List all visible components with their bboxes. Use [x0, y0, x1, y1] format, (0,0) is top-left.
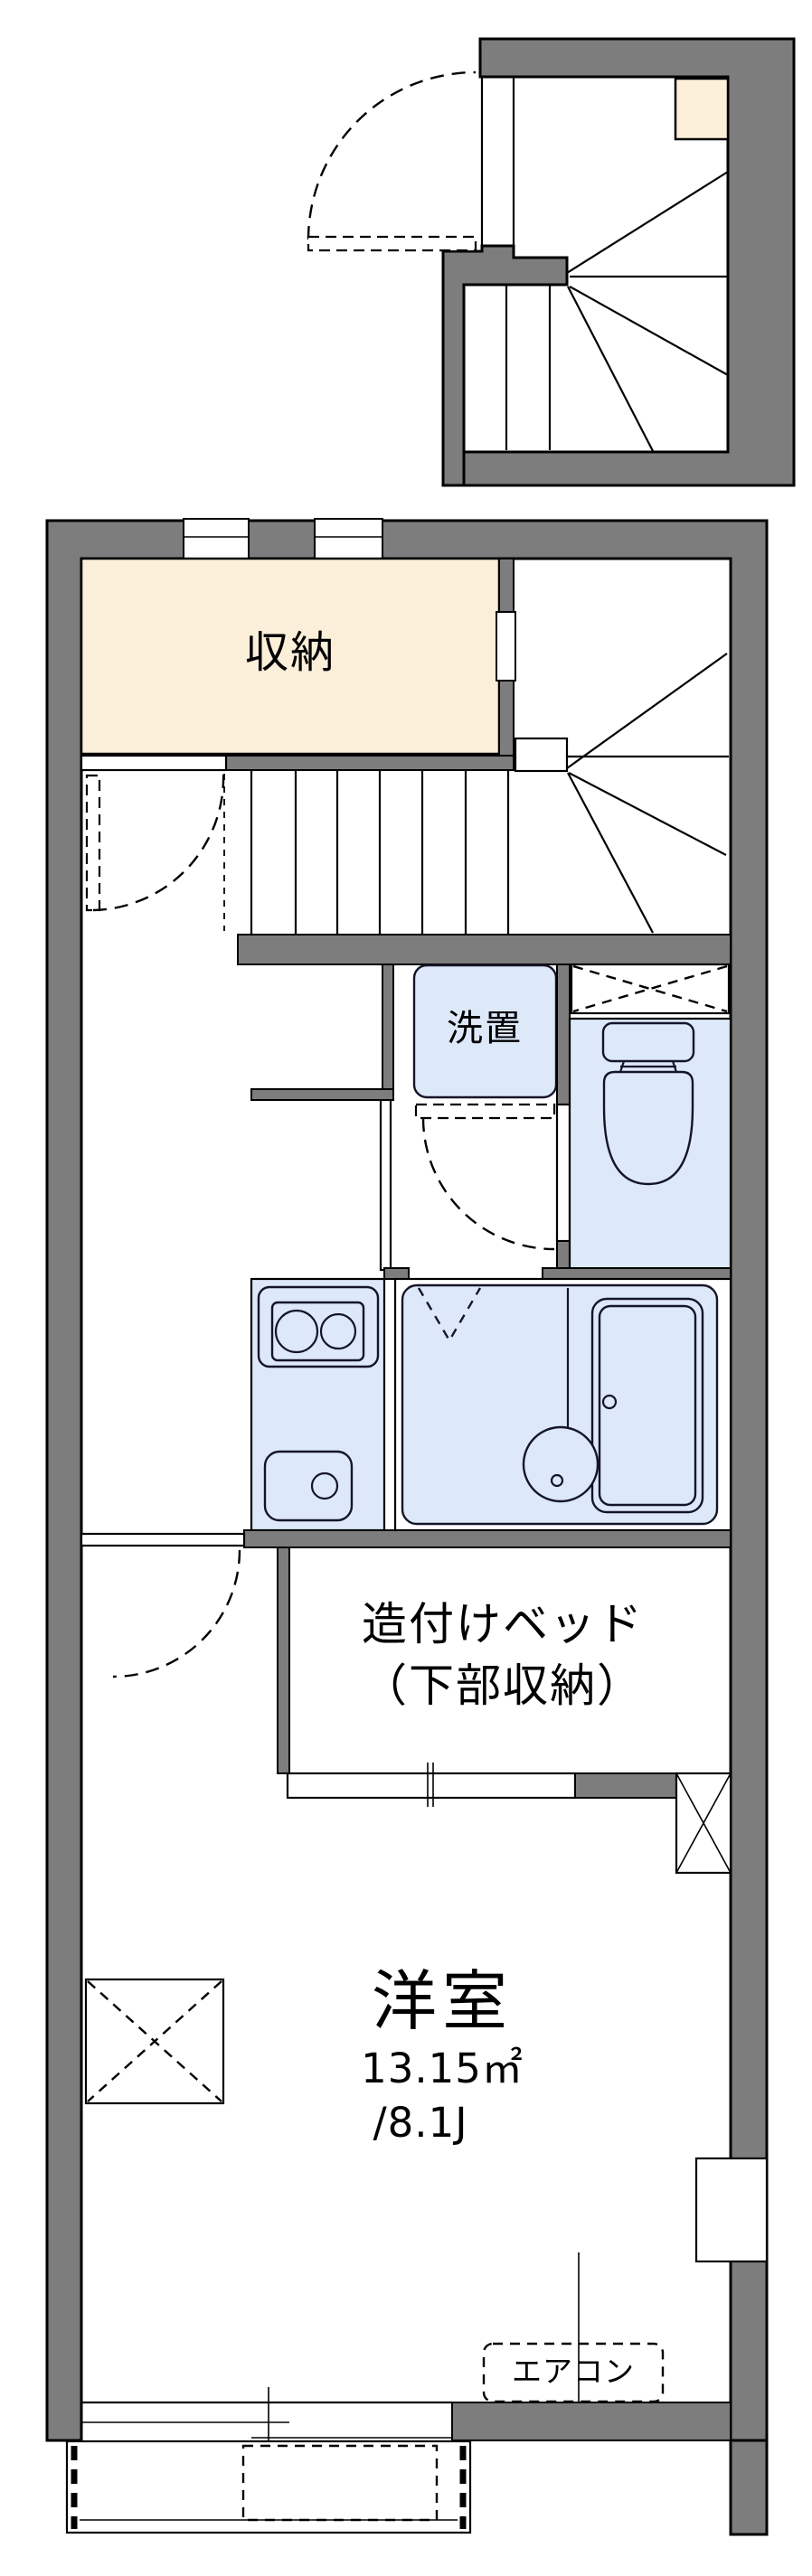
upper-stairwell: [307, 37, 796, 487]
toilet-room: [555, 963, 732, 1272]
laundry-door-swing: [421, 1117, 555, 1251]
toilet-icon: [601, 1021, 695, 1186]
hall-door-swing: [85, 772, 225, 912]
storage-label: 収納: [244, 627, 336, 678]
room-door-swing: [112, 1549, 241, 1678]
wall-niche: [694, 2157, 769, 2263]
storage-room: [80, 557, 516, 772]
built-in-bed: [80, 1529, 732, 1875]
kitchen-unit: [250, 1267, 410, 1532]
laundry-label: 洗置: [447, 1008, 523, 1049]
balcony: [65, 2440, 472, 2534]
bathtub-icon: [590, 1297, 704, 1514]
top-wall-windows: [183, 518, 383, 561]
washbasin-icon: [522, 1425, 600, 1503]
upper-stair-treads: [505, 171, 729, 452]
bath-folding-door: [417, 1287, 482, 1343]
room-size-label: /8.1J: [373, 2099, 468, 2147]
room-door-opening: [80, 1532, 246, 1547]
bathroom: [393, 1267, 732, 1532]
entry-door-swing: [307, 71, 477, 252]
room-label: 洋室: [371, 1963, 514, 2039]
sink-icon: [263, 1450, 354, 1522]
bed-label-line2: （下部収納）: [362, 1659, 644, 1712]
aircon-label: エアコン: [512, 2354, 635, 2389]
outer-walls: [45, 519, 769, 2536]
bed-label-line1: 造付けベッド: [362, 1598, 644, 1650]
room-area-label: 13.15㎡: [361, 2045, 524, 2092]
stair-newel-box: [514, 737, 569, 773]
stove-icon: [257, 1285, 380, 1368]
bed-sliding-opening: [286, 1772, 577, 1800]
laundry-space: [250, 964, 558, 1272]
aircon-box: [482, 2342, 665, 2403]
storage-opening: [80, 754, 228, 772]
staircase: [223, 653, 732, 965]
interior-window: [496, 611, 516, 682]
upper-landing-box: [674, 77, 730, 141]
